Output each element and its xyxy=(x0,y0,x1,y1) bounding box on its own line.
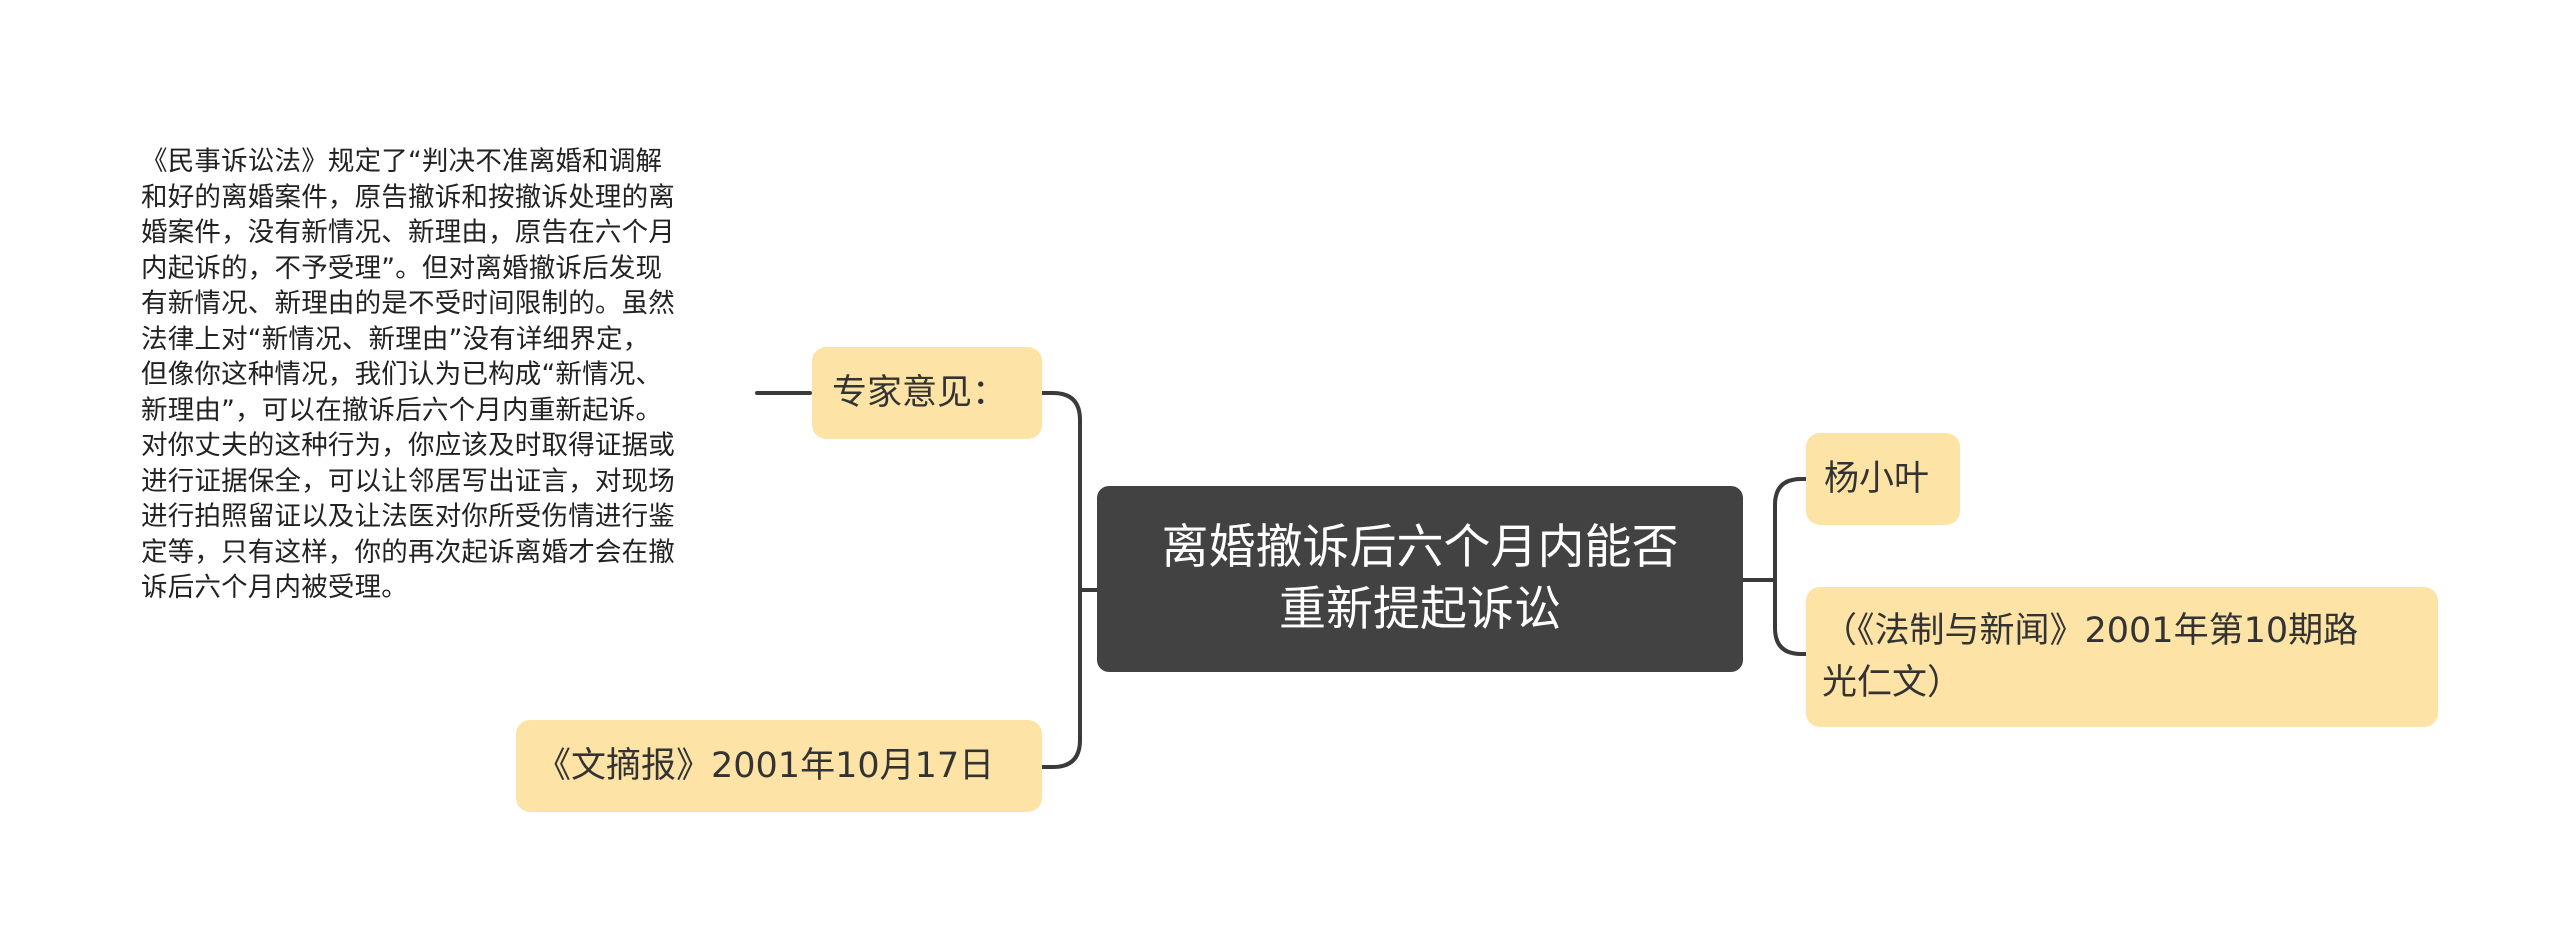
branch-source[interactable]: 《文摘报》2001年10月17日 xyxy=(516,720,1042,812)
central-topic[interactable]: 离婚撤诉后六个月内能否 重新提起诉讼 xyxy=(1097,486,1743,672)
detail-line: 对你丈夫的这种行为，你应该及时取得证据或 xyxy=(141,430,675,461)
detail-line: 但像你这种情况，我们认为已构成“新情况、 xyxy=(141,359,663,390)
detail-line: 有新情况、新理由的是不受时间限制的。虽然 xyxy=(141,288,675,319)
detail-line: 《民事诉讼法》规定了“判决不准离婚和调解 xyxy=(141,146,663,177)
branch-expert-opinion-label: 专家意见： xyxy=(832,373,1008,413)
connector-right-to-reference xyxy=(1773,578,1808,656)
central-topic-text: 离婚撤诉后六个月内能否 重新提起诉讼 xyxy=(1127,517,1713,641)
detail-line: 进行拍照留证以及让法医对你所受伤情进行鉴 xyxy=(141,501,675,532)
detail-line: 定等，只有这样，你的再次起诉离婚才会在撤 xyxy=(141,536,675,568)
detail-line: 诉后六个月内被受理。 xyxy=(141,572,408,603)
connector-left-to-expert xyxy=(1038,391,1082,592)
branch-reference-text: （《法制与新闻》2001年第10期路 光仁文） xyxy=(1822,605,2358,709)
central-topic-line1: 离婚撤诉后六个月内能否 xyxy=(1161,520,1679,575)
detail-line: 进行证据保全，可以让邻居写出证言，对现场 xyxy=(141,465,675,497)
connector-left-to-source xyxy=(1038,588,1082,769)
detail-line: 婚案件，没有新情况、新理由，原告在六个月 xyxy=(141,217,675,248)
branch-author[interactable]: 杨小叶 xyxy=(1806,433,1960,525)
central-topic-line2: 重新提起诉讼 xyxy=(1279,582,1561,637)
branch-reference-line1: （《法制与新闻》2001年第10期路 xyxy=(1822,611,2359,651)
branch-expert-opinion[interactable]: 专家意见： xyxy=(812,347,1042,439)
detail-line: 新理由”，可以在撤诉后六个月内重新起诉。 xyxy=(141,394,663,426)
detail-line: 内起诉的，不予受理”。但对离婚撤诉后发现 xyxy=(141,252,663,284)
expert-opinion-detail: 《民事诉讼法》规定了“判决不准离婚和调解 和好的离婚案件，原告撤诉和按撤诉处理的… xyxy=(141,144,761,606)
branch-reference-line2: 光仁文） xyxy=(1822,663,1963,703)
branch-reference[interactable]: （《法制与新闻》2001年第10期路 光仁文） xyxy=(1806,587,2438,727)
branch-author-label: 杨小叶 xyxy=(1824,459,1930,499)
branch-source-label: 《文摘报》2001年10月17日 xyxy=(536,746,995,786)
detail-line: 法律上对“新情况、新理由”没有详细界定， xyxy=(141,323,650,355)
detail-line: 和好的离婚案件，原告撤诉和按撤诉处理的离 xyxy=(141,181,675,213)
connector-right-to-author xyxy=(1773,477,1808,582)
